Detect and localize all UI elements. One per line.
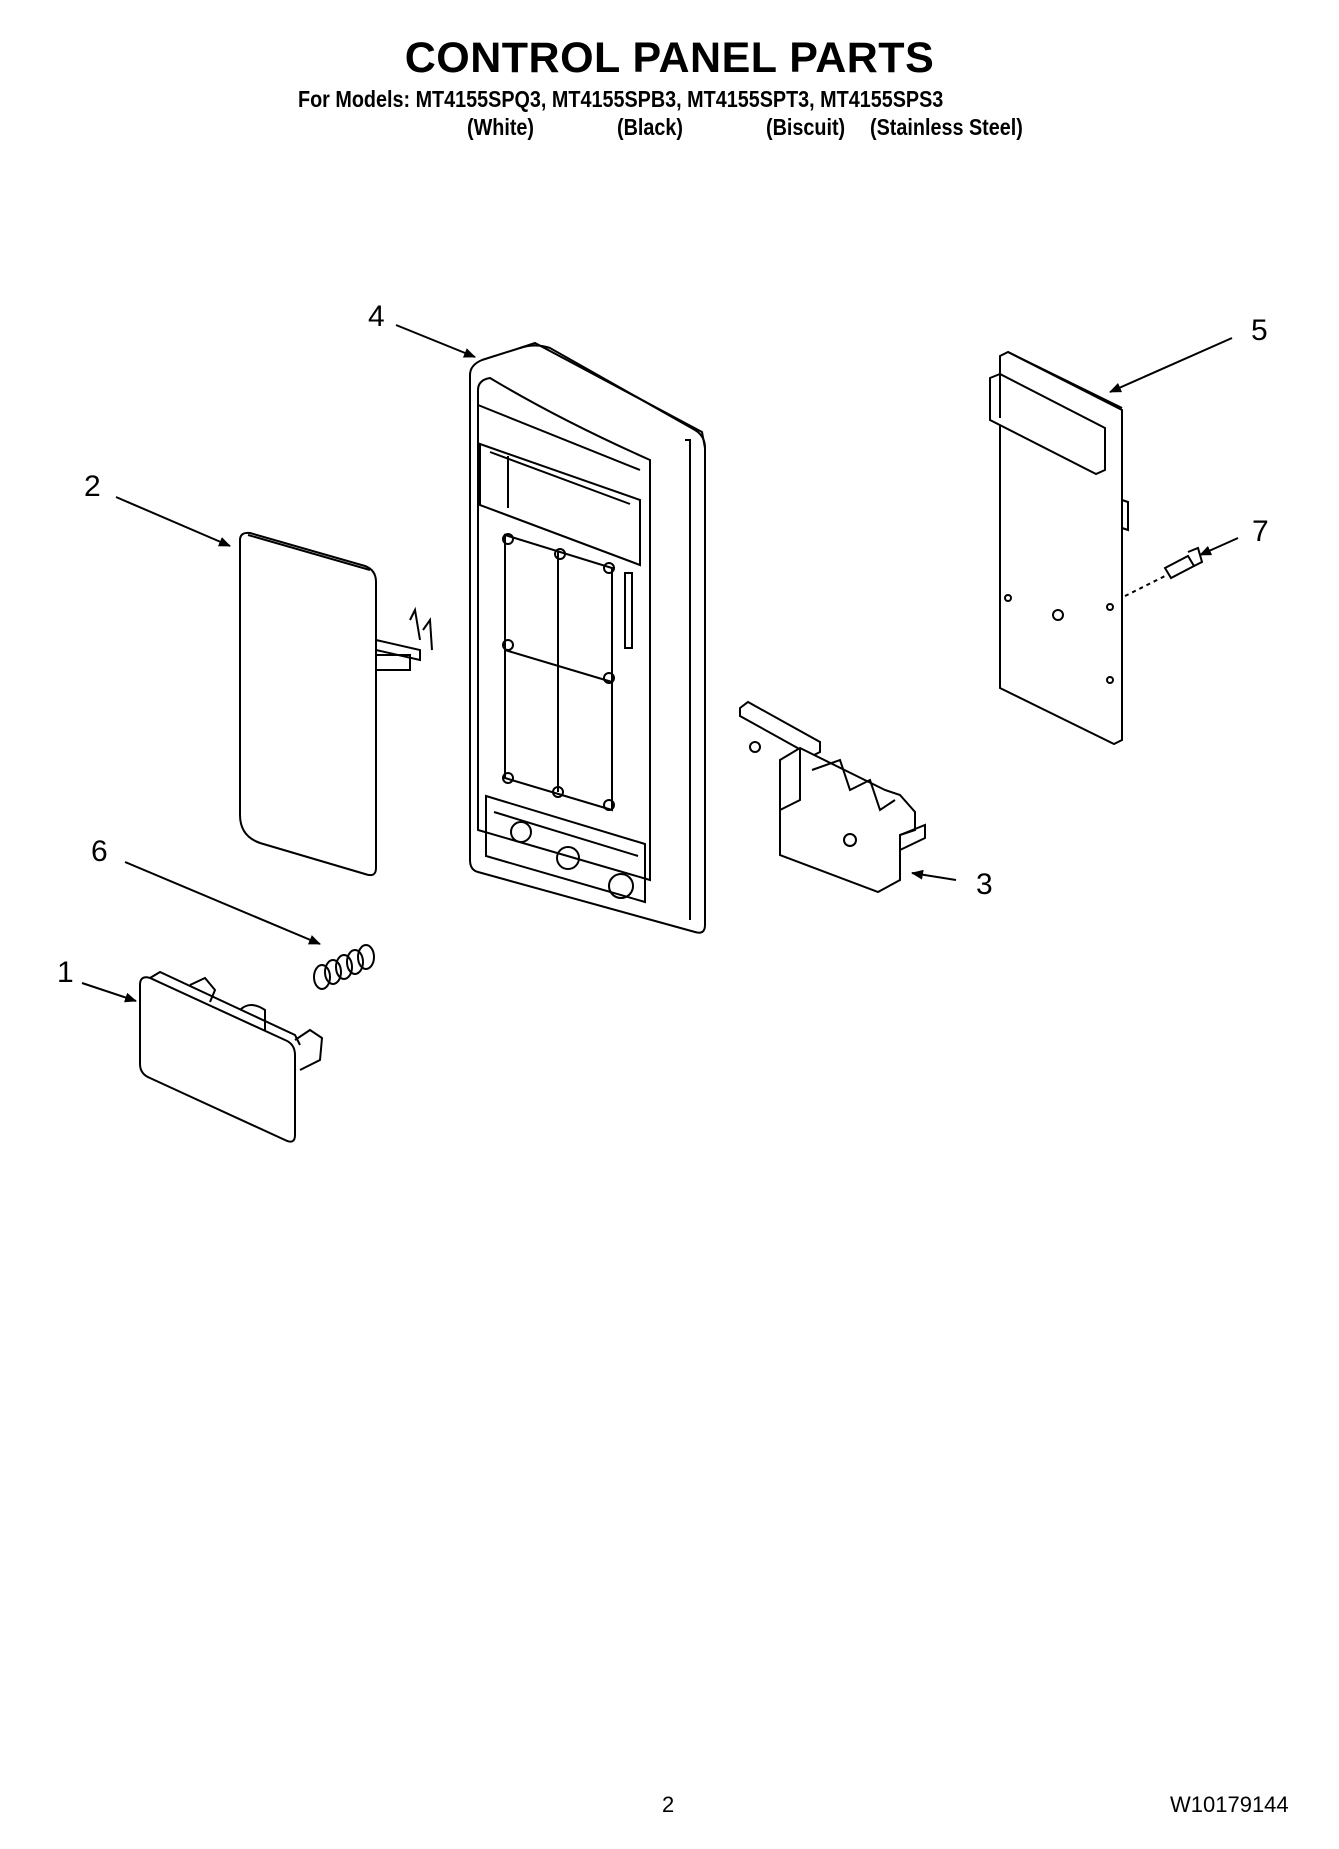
leader-lines (81, 324, 1239, 1003)
page-number: 2 (662, 1792, 675, 1817)
models-line: For Models: MT4155SPQ3, MT4155SPB3, MT41… (298, 86, 944, 112)
door-release-button (139, 970, 324, 1143)
keypad-membrane (239, 531, 433, 877)
leader-7 (1199, 537, 1239, 556)
document-number: W10179144 (1170, 1792, 1289, 1817)
leader-1 (81, 982, 137, 1003)
finish-black: (Black) (617, 114, 683, 140)
leader-6 (124, 861, 321, 945)
control-panel-housing (469, 341, 706, 934)
callout-6: 6 (91, 835, 108, 868)
control-board (989, 350, 1129, 746)
finish-white: (White) (467, 114, 535, 140)
mounting-screw (1124, 546, 1204, 597)
spring (313, 944, 375, 990)
callout-4: 4 (368, 300, 385, 333)
callout-7: 7 (1252, 515, 1269, 548)
finish-biscuit: (Biscuit) (766, 114, 846, 140)
leader-3 (911, 869, 957, 881)
callout-2: 2 (84, 470, 101, 503)
leader-4 (395, 324, 476, 358)
door-latch-bracket (739, 700, 926, 894)
page-title: CONTROL PANEL PARTS (404, 34, 935, 82)
leader-2 (115, 496, 231, 547)
finish-stainless-steel: (Stainless Steel) (870, 114, 1023, 140)
callout-3: 3 (976, 868, 993, 901)
callout-1: 1 (57, 956, 74, 989)
leader-5 (1109, 337, 1233, 393)
callout-5: 5 (1251, 314, 1268, 347)
